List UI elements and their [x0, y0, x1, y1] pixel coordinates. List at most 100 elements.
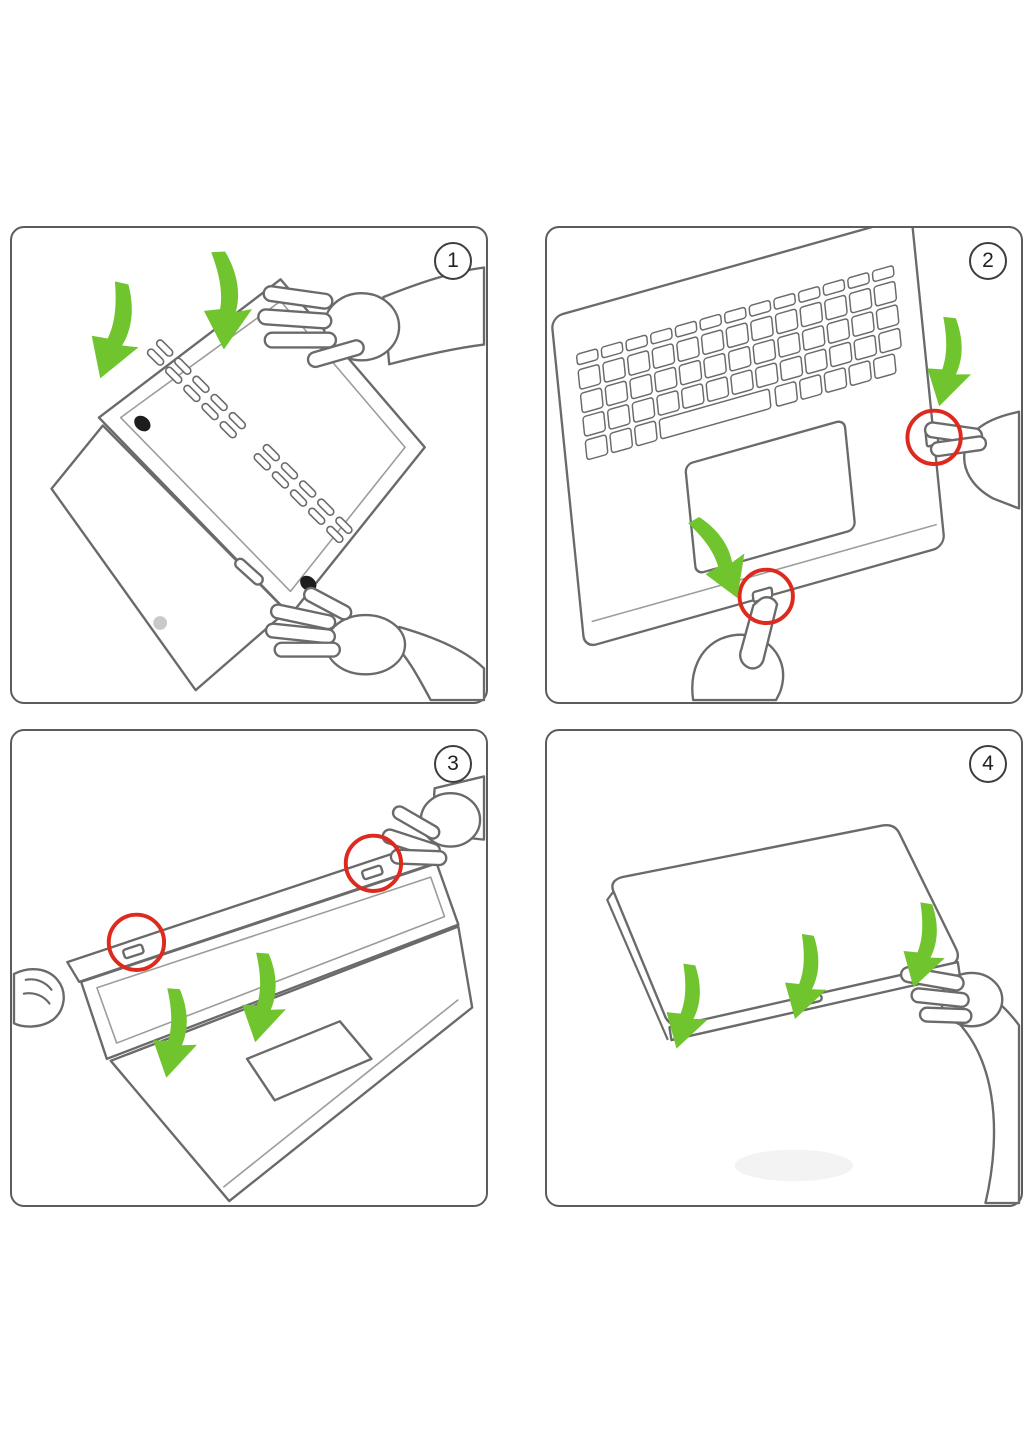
press-arrow-icon: [91, 281, 139, 379]
keyboard-key: [847, 272, 870, 289]
press-arrow-icon: [153, 988, 197, 1078]
keyboard-key: [656, 390, 680, 416]
keyboard-key: [703, 352, 727, 379]
trackpad: [684, 420, 856, 574]
keyboard-key: [727, 345, 752, 372]
keyboard-key: [853, 334, 878, 361]
keyboard-key: [633, 420, 658, 447]
keyboard-key: [824, 294, 848, 321]
keyboard-key: [871, 265, 895, 283]
keyboard-key: [575, 348, 599, 366]
keyboard-key: [804, 348, 828, 375]
keyboard-key: [700, 329, 725, 356]
keyboard-key: [801, 325, 826, 351]
hand-holding-corner: [264, 586, 486, 702]
keyboard-key: [774, 308, 799, 335]
keyboard-key: [582, 411, 607, 437]
keyboard-keys: [575, 265, 902, 461]
keyboard-key: [651, 343, 676, 369]
step-panel-2: 2: [545, 226, 1023, 704]
keyboard-key: [723, 306, 747, 324]
keyboard-key: [579, 387, 604, 414]
step-number-badge: 1: [434, 242, 472, 280]
keyboard-key: [822, 279, 846, 296]
thumb-pressing-front: [691, 596, 785, 702]
keyboard-key: [750, 315, 774, 342]
case-clip: [122, 943, 145, 960]
keyboard-key: [577, 364, 602, 390]
keyboard-key: [878, 327, 902, 354]
step-number-badge: 4: [969, 745, 1007, 783]
press-arrow-icon: [903, 902, 945, 988]
keyboard-key: [826, 318, 851, 344]
keyboard-key: [828, 341, 853, 368]
keyboard-key: [674, 320, 698, 338]
keyboard-key: [875, 304, 900, 330]
keyboard-key: [625, 334, 649, 352]
keyboard-key: [797, 286, 821, 303]
keyboard-key: [609, 427, 634, 454]
closed-laptop: [606, 823, 961, 1042]
clip-highlight-circle: [737, 567, 795, 625]
step-number: 4: [982, 752, 994, 775]
keyboard-key: [848, 287, 873, 314]
laptop-bottom-case-illustration: [50, 251, 486, 702]
keyboard-key: [631, 397, 656, 423]
top-cover-clips-illustration: [12, 775, 486, 1203]
hand-holding-left-edge: [12, 968, 65, 1028]
step-panel-3: 3: [10, 729, 488, 1207]
thumb-notch: [234, 557, 264, 586]
keyboard-key: [779, 355, 804, 382]
keyboard-key: [676, 336, 700, 362]
hand-pinching-front-edge: [899, 966, 1021, 1205]
keyboard-key: [777, 332, 801, 358]
keyboard-key: [754, 362, 779, 389]
keyboard-key: [649, 327, 673, 345]
keyboard-key: [705, 376, 730, 402]
keyboard-key: [798, 374, 823, 400]
clip-highlight-circle: [343, 833, 404, 893]
keyboard-key: [851, 311, 875, 337]
keyboard-key: [752, 339, 777, 365]
keyboard-key: [848, 360, 872, 386]
hand-pressing-top: [257, 266, 486, 369]
vent-slots-group-2: [253, 443, 353, 544]
clip-highlight-circle: [106, 912, 167, 972]
press-arrow-icon: [203, 251, 253, 350]
keyboard-key: [872, 353, 897, 380]
keyboard-key: [678, 359, 703, 386]
step-panel-4: 4: [545, 729, 1023, 1207]
keyboard-key: [748, 299, 772, 317]
hand-holding-lip: [381, 775, 486, 867]
keyboard-key: [658, 388, 772, 440]
press-arrow-icon: [785, 934, 827, 1019]
keyboard-key: [629, 373, 653, 400]
step-panel-1: 1: [10, 226, 488, 704]
press-arrow-icon: [688, 517, 745, 599]
keyboard-key: [699, 313, 723, 331]
step-number: 2: [982, 249, 994, 272]
keyboard-key: [584, 434, 609, 461]
lid-logo-dot: [153, 616, 168, 630]
laptop-deck: [551, 228, 945, 647]
keyboard-key: [626, 350, 651, 376]
keyboard-key: [653, 366, 678, 393]
keyboard-deck-clips-illustration: [551, 228, 1021, 702]
keyboard-key: [600, 341, 624, 359]
keyboard-key: [606, 404, 631, 430]
step-number: 3: [447, 752, 459, 775]
keyboard-key: [730, 369, 754, 396]
keyboard-key: [725, 322, 750, 349]
keyboard-key: [680, 383, 705, 409]
keyboard-key: [773, 293, 796, 310]
hand-pinching-side: [923, 410, 1021, 510]
trackpad: [245, 1020, 373, 1102]
clip-highlight-circle: [905, 408, 963, 466]
case-clip: [361, 864, 384, 881]
press-arrow-icon: [242, 952, 286, 1043]
keyboard-key: [774, 381, 798, 407]
keyboard-key: [602, 357, 626, 383]
rubber-foot: [134, 415, 151, 432]
keyboard-key: [799, 301, 824, 328]
